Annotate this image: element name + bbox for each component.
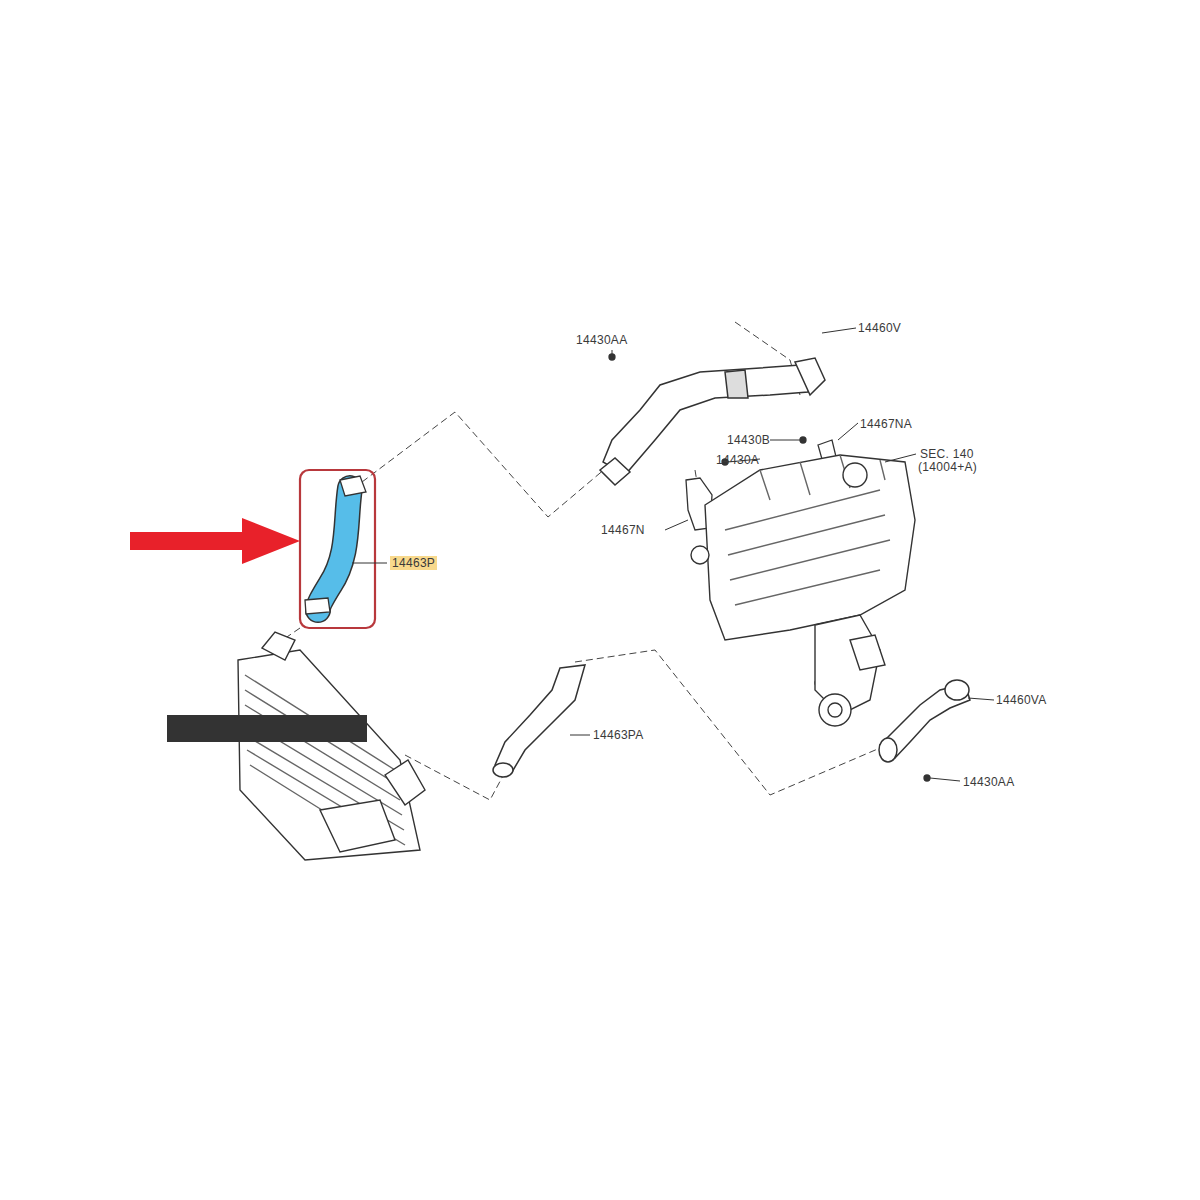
bracket xyxy=(924,775,930,781)
part-number: (14004+A) xyxy=(918,460,977,474)
engine-block xyxy=(691,455,915,726)
hose-14460VA xyxy=(879,738,897,762)
leader-line xyxy=(822,328,856,333)
hose-14463PA xyxy=(493,665,585,777)
leader-line xyxy=(570,735,590,736)
engine-block xyxy=(819,694,851,726)
hose-14460VA xyxy=(945,680,969,700)
hose-14463P xyxy=(305,598,330,614)
leader-line xyxy=(612,350,613,355)
leader-line xyxy=(352,328,994,781)
part-number: 14430A xyxy=(716,453,759,467)
engine-block xyxy=(850,635,885,670)
engine-block xyxy=(843,463,867,487)
engine-block xyxy=(760,455,885,500)
engine-block xyxy=(705,455,915,640)
red-arrow xyxy=(130,518,300,564)
leader-line xyxy=(838,423,858,440)
leader-line xyxy=(665,520,688,530)
dashed-guide xyxy=(362,412,606,517)
highlight-frame xyxy=(300,470,375,628)
bracket xyxy=(800,437,806,443)
engine-block xyxy=(725,490,890,605)
part-number: 14430B xyxy=(727,433,770,447)
part-number: SEC. 140 xyxy=(920,447,974,461)
hose-14460V xyxy=(603,365,812,475)
intercooler xyxy=(238,632,425,860)
red-arrow xyxy=(130,518,300,564)
hose-14460V xyxy=(600,458,630,485)
hose-14463PA xyxy=(493,763,513,777)
part-number: 14430AA xyxy=(576,333,627,347)
highlight-frame xyxy=(300,470,375,628)
hose-14463P xyxy=(318,488,350,610)
intercooler xyxy=(320,800,395,852)
intercooler xyxy=(385,760,425,805)
part-number: 14463PA xyxy=(593,728,644,742)
leader-line xyxy=(352,563,387,564)
redaction-bar xyxy=(167,715,367,742)
hose-14463PA xyxy=(495,665,585,772)
hose-14463P xyxy=(318,488,350,610)
hose-14463P xyxy=(305,476,366,614)
redaction-bar xyxy=(167,715,367,742)
bracket xyxy=(609,354,930,781)
part-number: 14467NA xyxy=(860,417,912,431)
hose-14460VA xyxy=(879,680,970,762)
leader-line xyxy=(885,454,916,462)
intercooler xyxy=(238,650,420,860)
part-number: 14460V xyxy=(858,321,901,335)
highlighted-part-number: 14463P xyxy=(390,556,437,570)
engine-block xyxy=(828,703,842,717)
part-number: 14430AA xyxy=(963,775,1014,789)
part-number: 14460VA xyxy=(996,693,1047,707)
leader-line xyxy=(968,698,994,700)
leader-line xyxy=(930,778,960,781)
hose-14460V xyxy=(795,358,825,395)
part-number: 14467N xyxy=(601,523,645,537)
intercooler xyxy=(262,632,295,660)
engine-block xyxy=(691,546,709,564)
hose-14463P xyxy=(340,476,366,496)
leader-line xyxy=(770,440,800,441)
hose-14460V xyxy=(725,370,748,398)
